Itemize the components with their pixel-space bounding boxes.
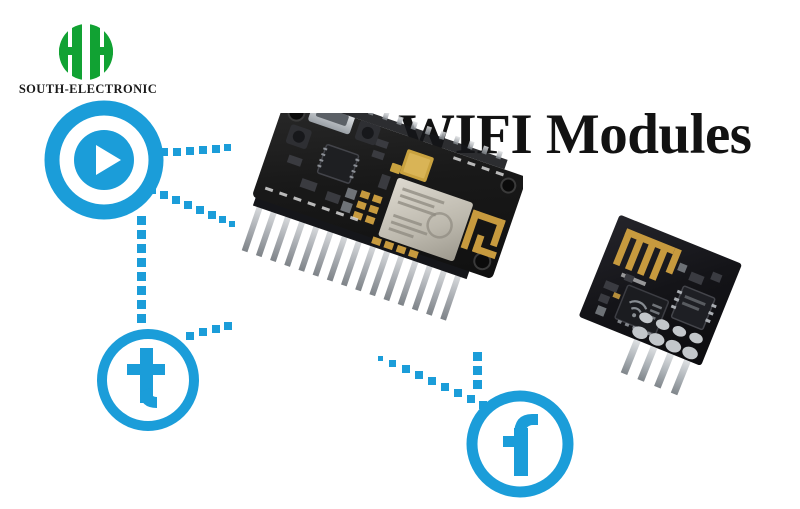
- facebook-f-icon[interactable]: [464, 388, 576, 500]
- south-electronic-h-monogram-icon: [54, 24, 118, 80]
- tumblr-t-icon[interactable]: [94, 326, 202, 434]
- dotted-connector-play-upper: [160, 144, 231, 156]
- esp01-wifi-module-image: [556, 208, 752, 404]
- brand-name-label: SOUTH-ELECTRONIC: [18, 82, 158, 96]
- dotted-connector-t-right: [186, 322, 232, 340]
- brand-logo[interactable]: SOUTH-ELECTRONIC: [18, 24, 158, 100]
- nodemcu-esp8266-board-image: [233, 81, 526, 328]
- dotted-connector-f-diagonal: [378, 356, 487, 409]
- video-play-icon[interactable]: [44, 100, 164, 220]
- dotted-connector-play-to-t: [137, 216, 146, 323]
- dotted-connector-f-vertical: [473, 352, 482, 389]
